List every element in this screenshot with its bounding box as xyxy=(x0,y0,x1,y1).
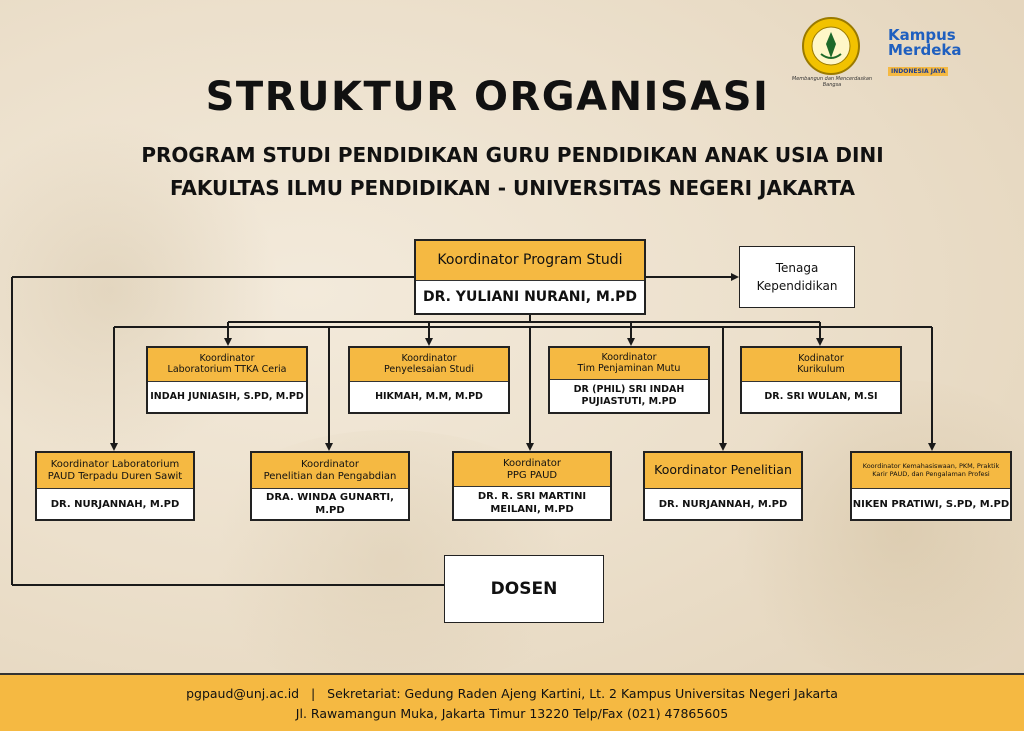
page-subtitle-2: FAKULTAS ILMU PENDIDIKAN - UNIVERSITAS N… xyxy=(170,176,855,200)
page-title: STRUKTUR ORGANISASI xyxy=(205,74,770,120)
level3-title: Koordinator Penelitian xyxy=(645,453,801,489)
kampus-merdeka-logo: Kampus Merdeka INDONESIA JAYA xyxy=(888,28,988,77)
level3-name: NIKEN PRATIWI, S.PD, M.PD xyxy=(852,498,1010,510)
level2-name: DR. SRI WULAN, M.SI xyxy=(764,390,878,402)
staff-box: Tenaga Kependidikan xyxy=(739,246,855,308)
footer: pgpaud@unj.ac.id | Sekretariat: Gedung R… xyxy=(0,673,1024,731)
level2-name: INDAH JUNIASIH, S.PD, M.PD xyxy=(150,390,304,402)
kampus-merdeka-word-1: Kampus xyxy=(888,26,956,44)
footer-contact: pgpaud@unj.ac.id | Sekretariat: Gedung R… xyxy=(186,685,838,701)
footer-address: Jl. Rawamangun Muka, Jakarta Timur 13220… xyxy=(295,705,729,721)
kampus-merdeka-word-2: Merdeka xyxy=(888,41,962,59)
unj-logo xyxy=(799,16,863,84)
coordinator-title: Koordinator Program Studi xyxy=(416,241,644,281)
level2-name: HIKMAH, M.M, M.PD xyxy=(375,390,483,402)
kampus-merdeka-tagline: INDONESIA JAYA xyxy=(888,67,949,76)
unj-motto: Membangun dan Mencerdaskan Bangsa xyxy=(791,76,873,88)
level3-name: DRA. WINDA GUNARTI, M.PD xyxy=(266,492,394,516)
coordinator-box: Koordinator Program Studi DR. YULIANI NU… xyxy=(414,239,646,315)
level3-name: DR. NURJANNAH, M.PD xyxy=(658,498,788,510)
coordinator-name: DR. YULIANI NURANI, M.PD xyxy=(422,288,638,305)
staff-label-2: Kependidikan xyxy=(756,279,838,293)
dosen-label: DOSEN xyxy=(490,579,558,599)
dosen-box: DOSEN xyxy=(444,555,604,623)
unj-emblem-icon xyxy=(802,17,860,75)
background-pattern xyxy=(720,380,1024,680)
page-subtitle-1: PROGRAM STUDI PENDIDIKAN GURU PENDIDIKAN… xyxy=(141,143,884,167)
level3-name: DR. NURJANNAH, M.PD xyxy=(50,498,180,510)
level3-box: Koordinator Penelitian DR. NURJANNAH, M.… xyxy=(643,451,803,521)
staff-label-1: Tenaga xyxy=(775,261,819,275)
